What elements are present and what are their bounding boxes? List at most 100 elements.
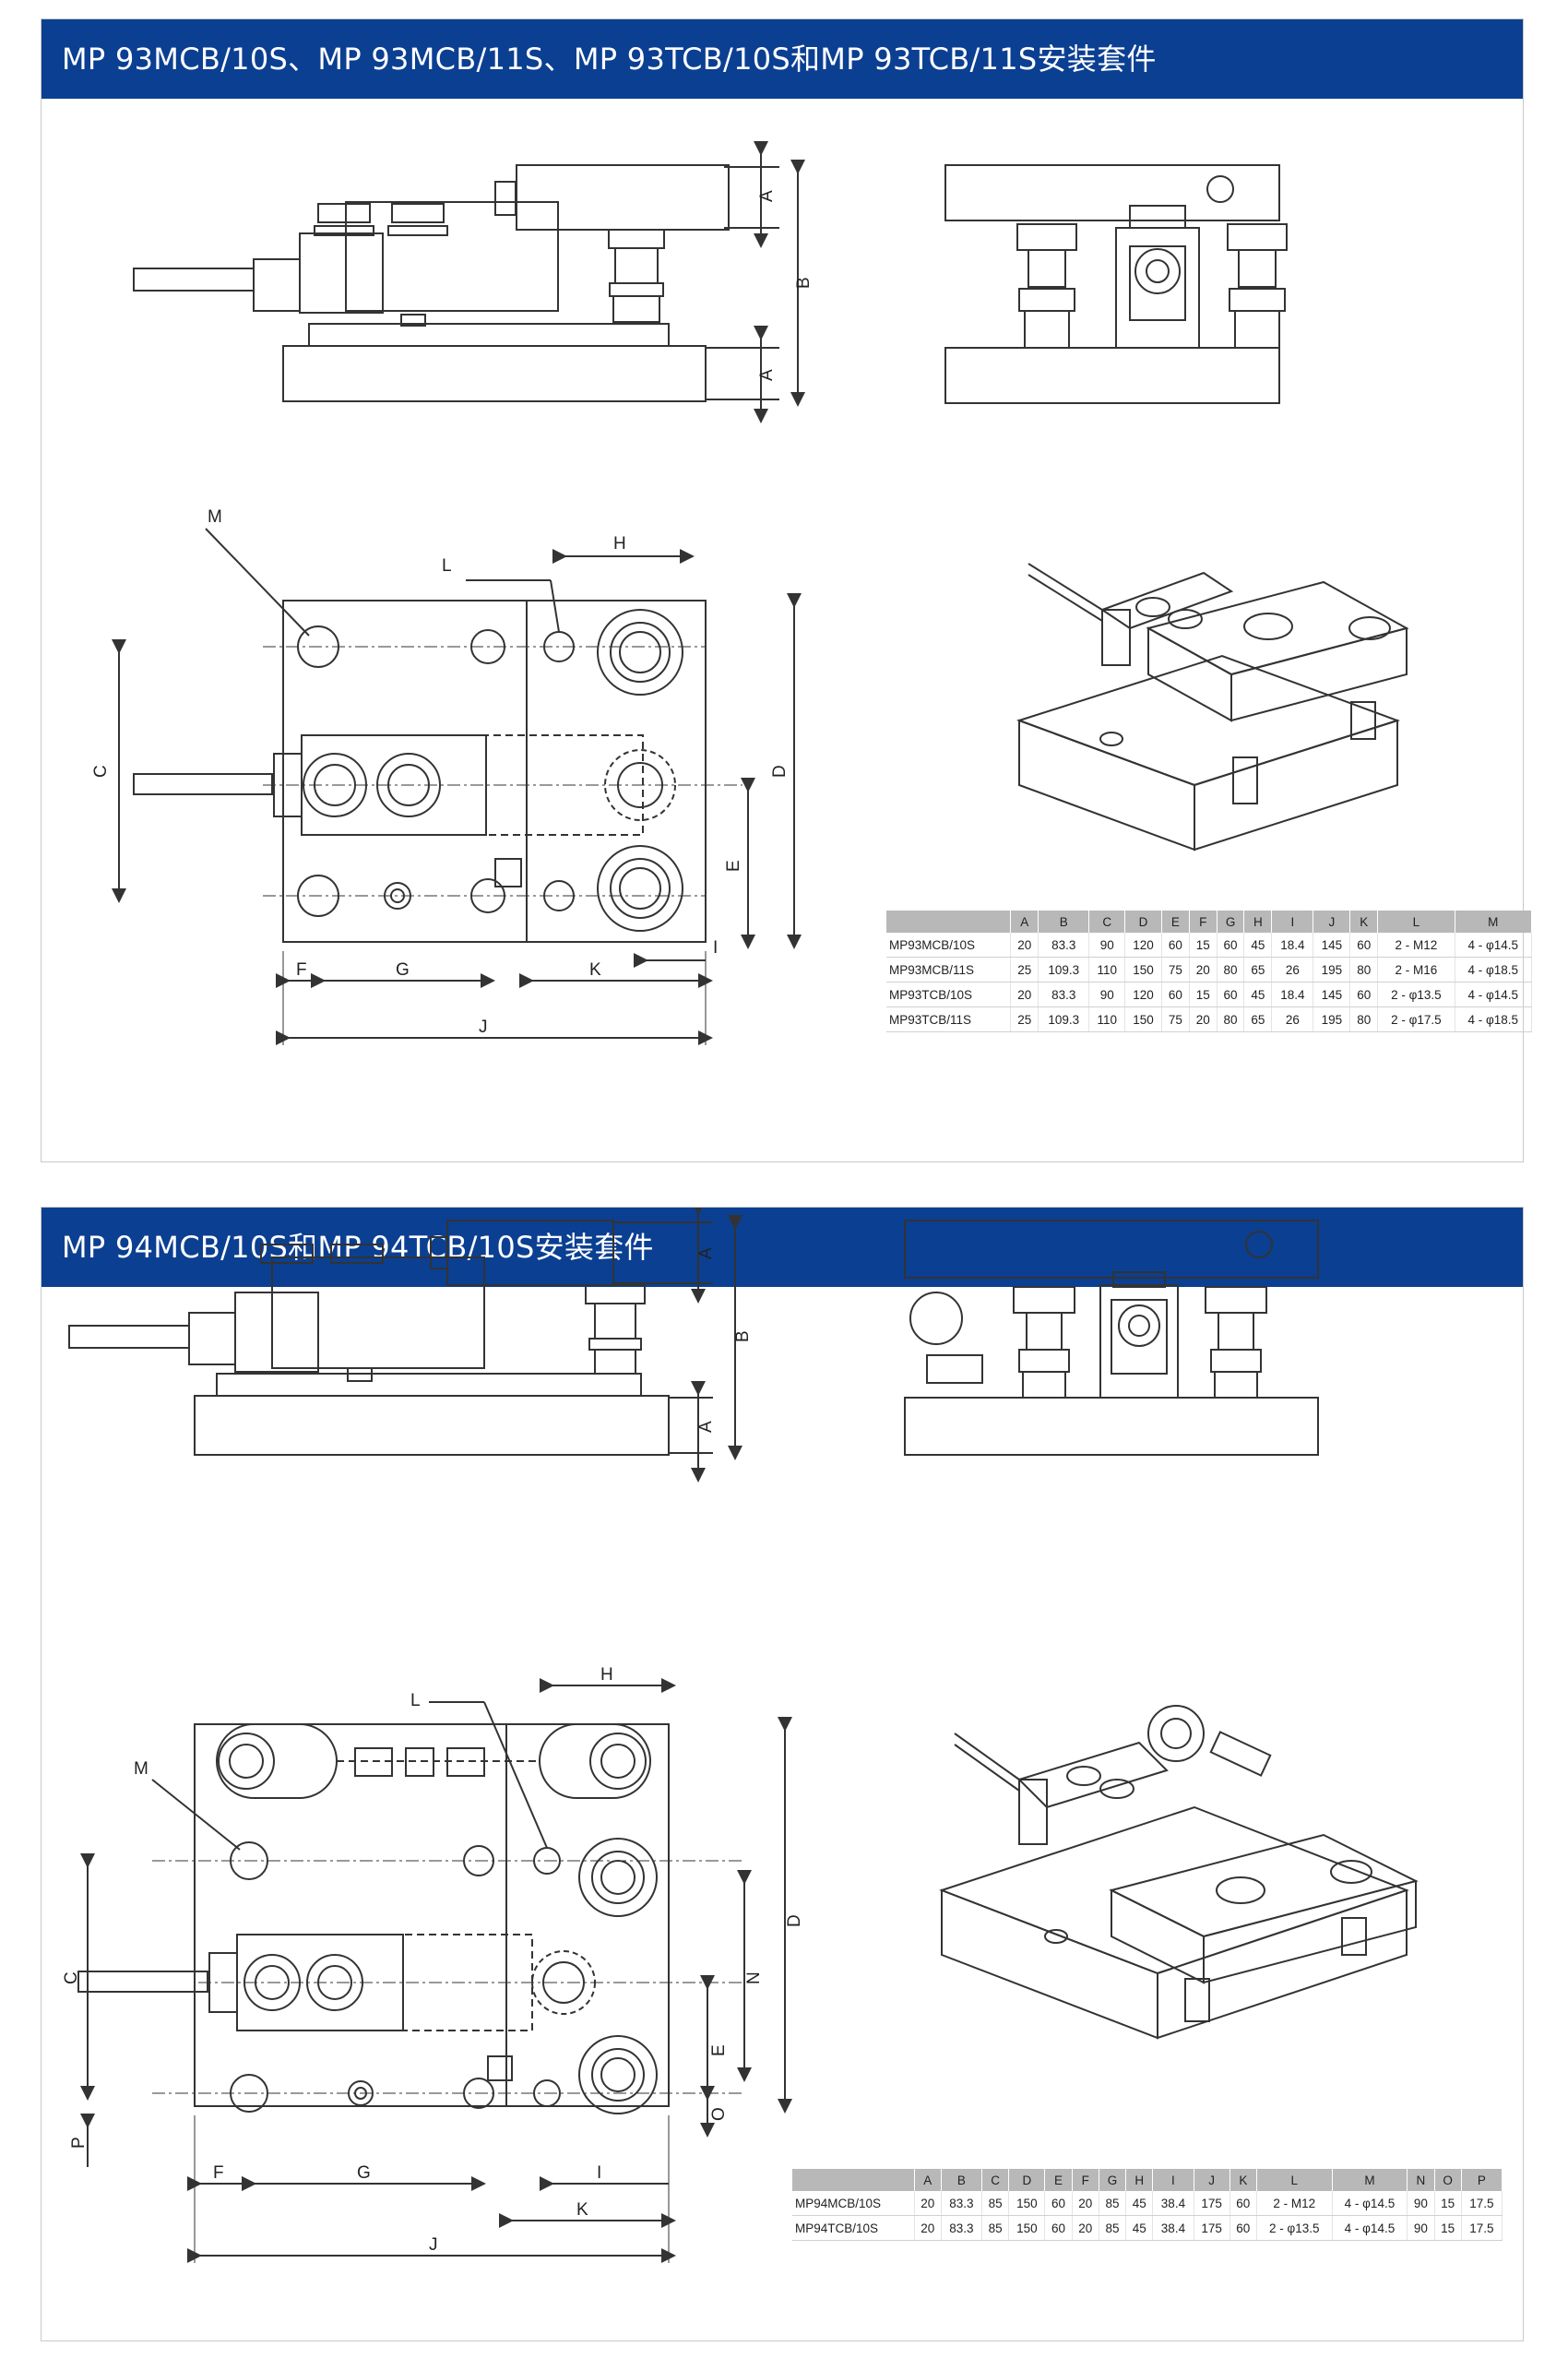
section-2-panel: MP 94MCB/10S和MP 94TCB/10S安装套件 xyxy=(41,1207,1524,2341)
table-cell: 60 xyxy=(1217,933,1245,958)
table-cell: MP93TCB/10S xyxy=(886,982,1012,1007)
label-g: G xyxy=(396,960,410,980)
table-header-cell: H xyxy=(1125,2169,1154,2191)
table-cell: 75 xyxy=(1161,1006,1190,1032)
side2-label-a-top: A xyxy=(696,1247,716,1259)
label2-h: H xyxy=(600,1665,613,1685)
label-h: H xyxy=(613,534,626,554)
isometric-view xyxy=(1016,563,1409,852)
table-header-cell: A xyxy=(914,2169,942,2191)
label2-m: M xyxy=(134,1759,148,1779)
table-cell: 45 xyxy=(1243,933,1273,958)
plan-labels-2: H L M C N D E O P F G I K J xyxy=(62,1665,804,2255)
table-cell: 60 xyxy=(1229,2191,1257,2216)
table-cell: 120 xyxy=(1124,933,1162,958)
table-header-cell: C xyxy=(981,2169,1010,2191)
table-cell: 26 xyxy=(1271,1006,1314,1032)
table-cell: 109.3 xyxy=(1038,1006,1090,1032)
table-header-cell: O xyxy=(1434,2169,1462,2191)
table-cell: MP94MCB/10S xyxy=(792,2191,915,2216)
table-cell: 17.5 xyxy=(1461,2215,1503,2241)
table-cell: 83.3 xyxy=(1038,982,1090,1007)
table-cell: 120 xyxy=(1124,982,1162,1007)
label-e: E xyxy=(724,860,743,872)
table-cell: 20 xyxy=(914,2215,942,2241)
label-k: K xyxy=(589,960,601,980)
label2-e: E xyxy=(709,2044,729,2056)
table-header-cell: P xyxy=(1461,2169,1503,2191)
table-cell: 20 xyxy=(1010,982,1039,1007)
plan-view xyxy=(112,528,802,1045)
label2-k: K xyxy=(576,2200,588,2220)
table-cell: 2 - φ17.5 xyxy=(1377,1006,1455,1032)
table-cell: 20 xyxy=(1072,2191,1099,2216)
table-cell: 150 xyxy=(1124,1006,1162,1032)
table-cell: 195 xyxy=(1313,1006,1351,1032)
label2-g: G xyxy=(357,2163,371,2183)
plan-labels: M L H C D E I F G K J xyxy=(91,507,790,1037)
table-cell: 83.3 xyxy=(941,2215,983,2241)
table-header-cell: N xyxy=(1407,2169,1435,2191)
table-cell: 150 xyxy=(1008,2215,1046,2241)
side-elevation-view xyxy=(133,141,805,423)
table-cell: 90 xyxy=(1407,2215,1435,2241)
table-cell: 15 xyxy=(1189,982,1218,1007)
table-cell: 85 xyxy=(1099,2191,1127,2216)
table-cell: MP94TCB/10S xyxy=(792,2215,915,2241)
table-header-cell: G xyxy=(1099,2169,1127,2191)
table-cell: 45 xyxy=(1243,982,1273,1007)
table-cell: 60 xyxy=(1217,982,1245,1007)
table-cell: 60 xyxy=(1349,933,1379,958)
label-m: M xyxy=(208,507,222,527)
table-cell: MP93MCB/11S xyxy=(886,957,1012,983)
label-l: L xyxy=(442,556,452,576)
table-cell: 15 xyxy=(1434,2191,1462,2216)
table-cell: 20 xyxy=(914,2191,942,2216)
table-header-cell: M xyxy=(1332,2169,1408,2191)
table-cell: 80 xyxy=(1217,1006,1245,1032)
isometric-view-2 xyxy=(939,1705,1419,2040)
table-header-cell: J xyxy=(1194,2169,1230,2191)
table-cell: 4 - φ18.5 xyxy=(1455,1006,1533,1032)
table-cell: 60 xyxy=(1044,2215,1073,2241)
label2-n: N xyxy=(744,1971,764,1984)
table-cell: 4 - φ14.5 xyxy=(1332,2215,1408,2241)
table-cell: 20 xyxy=(1189,957,1218,983)
side-labels: A B A xyxy=(757,190,814,381)
table-cell: 90 xyxy=(1088,933,1126,958)
table-cell: 85 xyxy=(981,2215,1010,2241)
label-c: C xyxy=(91,765,111,778)
label2-d: D xyxy=(785,1914,804,1927)
table-cell: 83.3 xyxy=(941,2191,983,2216)
label2-i: I xyxy=(597,2163,601,2183)
table-cell: 20 xyxy=(1010,933,1039,958)
table-cell: 20 xyxy=(1072,2215,1099,2241)
table-cell: 25 xyxy=(1010,957,1039,983)
table-cell: 4 - φ14.5 xyxy=(1332,2191,1408,2216)
table-header-cell: E xyxy=(1161,911,1190,933)
table-header-cell: I xyxy=(1152,2169,1194,2191)
label2-p: P xyxy=(69,2137,89,2149)
table-cell: 26 xyxy=(1271,957,1314,983)
table-cell: 45 xyxy=(1125,2215,1154,2241)
table-header-cell: L xyxy=(1256,2169,1333,2191)
table-cell: 2 - M16 xyxy=(1377,957,1455,983)
table-cell: 145 xyxy=(1313,982,1351,1007)
table-header-cell: A xyxy=(1010,911,1039,933)
table-cell: 109.3 xyxy=(1038,957,1090,983)
table-cell: 110 xyxy=(1088,957,1126,983)
side-labels-2: A B A xyxy=(696,1247,753,1433)
table-cell: 2 - φ13.5 xyxy=(1256,2215,1333,2241)
table-cell: 85 xyxy=(1099,2215,1127,2241)
side-label-a-bottom: A xyxy=(757,369,777,381)
table-cell: 45 xyxy=(1125,2191,1154,2216)
table-cell: MP93MCB/10S xyxy=(886,933,1012,958)
table-header-cell xyxy=(886,911,1012,933)
table-header-cell: B xyxy=(941,2169,983,2191)
table-cell: 4 - φ14.5 xyxy=(1455,982,1533,1007)
